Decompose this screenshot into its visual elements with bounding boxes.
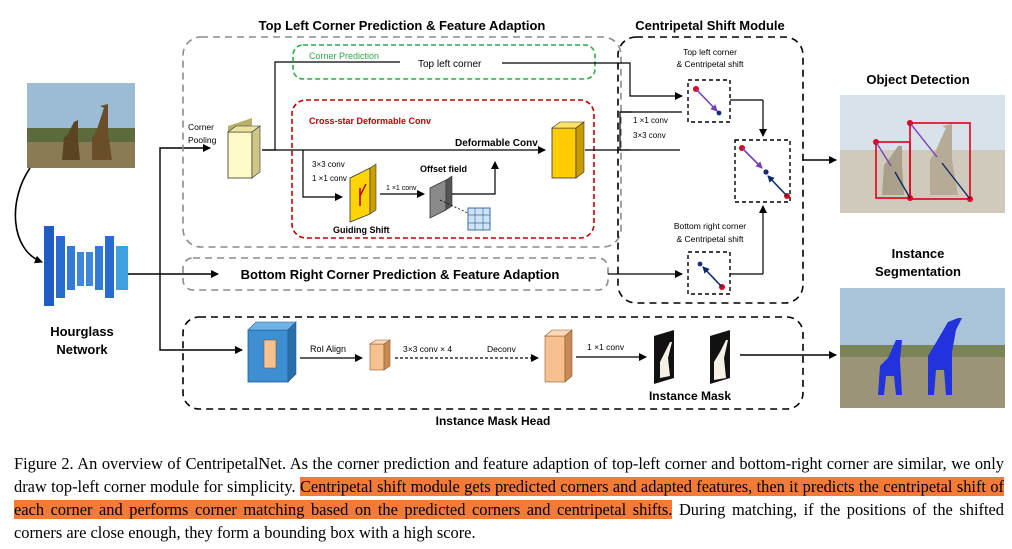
instance-mask-head-box [182, 316, 804, 410]
corner-pooling-label-1: Corner [188, 122, 214, 132]
caption-text-start: Figure 2. An overview of CentripetalNet.… [14, 454, 1004, 496]
corner-prediction-box [292, 44, 596, 80]
br-shift-label-1: Bottom right corner [674, 221, 746, 231]
instance-mask-2 [710, 330, 730, 384]
top-left-module-box [182, 36, 622, 248]
corner-pooling-feature [227, 118, 261, 179]
hourglass-label-1: Hourglass [50, 324, 114, 339]
roi-align-label: RoI Align [310, 344, 346, 354]
instance-mask-label: Instance Mask [649, 389, 731, 403]
input-image [27, 83, 135, 168]
top-left-corner-label: Top left corner [418, 59, 482, 70]
conv3x3-x4-label: 3×3 conv × 4 [403, 344, 452, 354]
adapted-feature [551, 121, 585, 179]
instance-seg-label-1: Instance [892, 246, 945, 261]
csm-conv3-label: 3×3 conv [633, 131, 666, 140]
tl-shift-box [687, 79, 731, 123]
conv1x1-small-label: 1 ×1 conv [386, 185, 417, 192]
instance-segmentation-image [840, 288, 1005, 408]
top-left-module-title: Top Left Corner Prediction & Feature Ada… [259, 18, 546, 33]
mask-conv1-label: 1 ×1 conv [587, 342, 625, 352]
deconv-label: Deconv [487, 344, 517, 354]
deformable-conv-label: Deformable Conv [455, 138, 538, 149]
deconv-feature [544, 329, 573, 383]
hourglass-label-2: Network [56, 342, 108, 357]
cross-star-box [291, 99, 595, 239]
guiding-shift-label: Guiding Shift [333, 225, 390, 235]
tl-shift-label-1: Top left corner [683, 47, 737, 57]
corner-pooling-label-2: Pooling [188, 135, 217, 145]
object-detection-label: Object Detection [866, 72, 969, 87]
mask-input-feature [247, 321, 297, 383]
giraffe-small-shape [62, 120, 80, 160]
conv1x1-label: 1 ×1 conv [312, 174, 347, 183]
br-shift-label-2: & Centripetal shift [676, 234, 744, 244]
instance-mask-head-title: Instance Mask Head [436, 414, 551, 428]
centripetal-shift-module-box [617, 36, 804, 304]
centripetalnet-diagram: Hourglass Network Top Left Corner Predic… [14, 18, 1005, 428]
giraffe-shape [92, 104, 112, 160]
instance-mask-1 [654, 330, 674, 384]
roi-feature [369, 339, 391, 371]
corner-prediction-label: Corner Prediction [309, 51, 379, 61]
centripetal-shift-module-title: Centripetal Shift Module [635, 18, 785, 33]
instance-seg-label-2: Segmentation [875, 264, 961, 279]
csm-conv1-label: 1 ×1 conv [633, 116, 668, 125]
caption-text-end: During matching, if the positions of the… [14, 500, 1004, 542]
offset-field-feature [429, 175, 453, 219]
cross-star-grid-icon [467, 207, 491, 231]
guiding-shift-feature [349, 163, 377, 223]
cross-star-label: Cross-star Deformable Conv [309, 116, 431, 126]
object-detection-image [840, 95, 1005, 213]
conv3x3-label: 3×3 conv [312, 160, 345, 169]
offset-field-label: Offset field [420, 164, 467, 174]
bottom-right-module-title: Bottom Right Corner Prediction & Feature… [241, 267, 560, 282]
hourglass-network [44, 226, 128, 306]
figure-caption: Figure 2. An overview of CentripetalNet.… [14, 452, 1004, 544]
tl-shift-label-2: & Centripetal shift [676, 59, 744, 69]
